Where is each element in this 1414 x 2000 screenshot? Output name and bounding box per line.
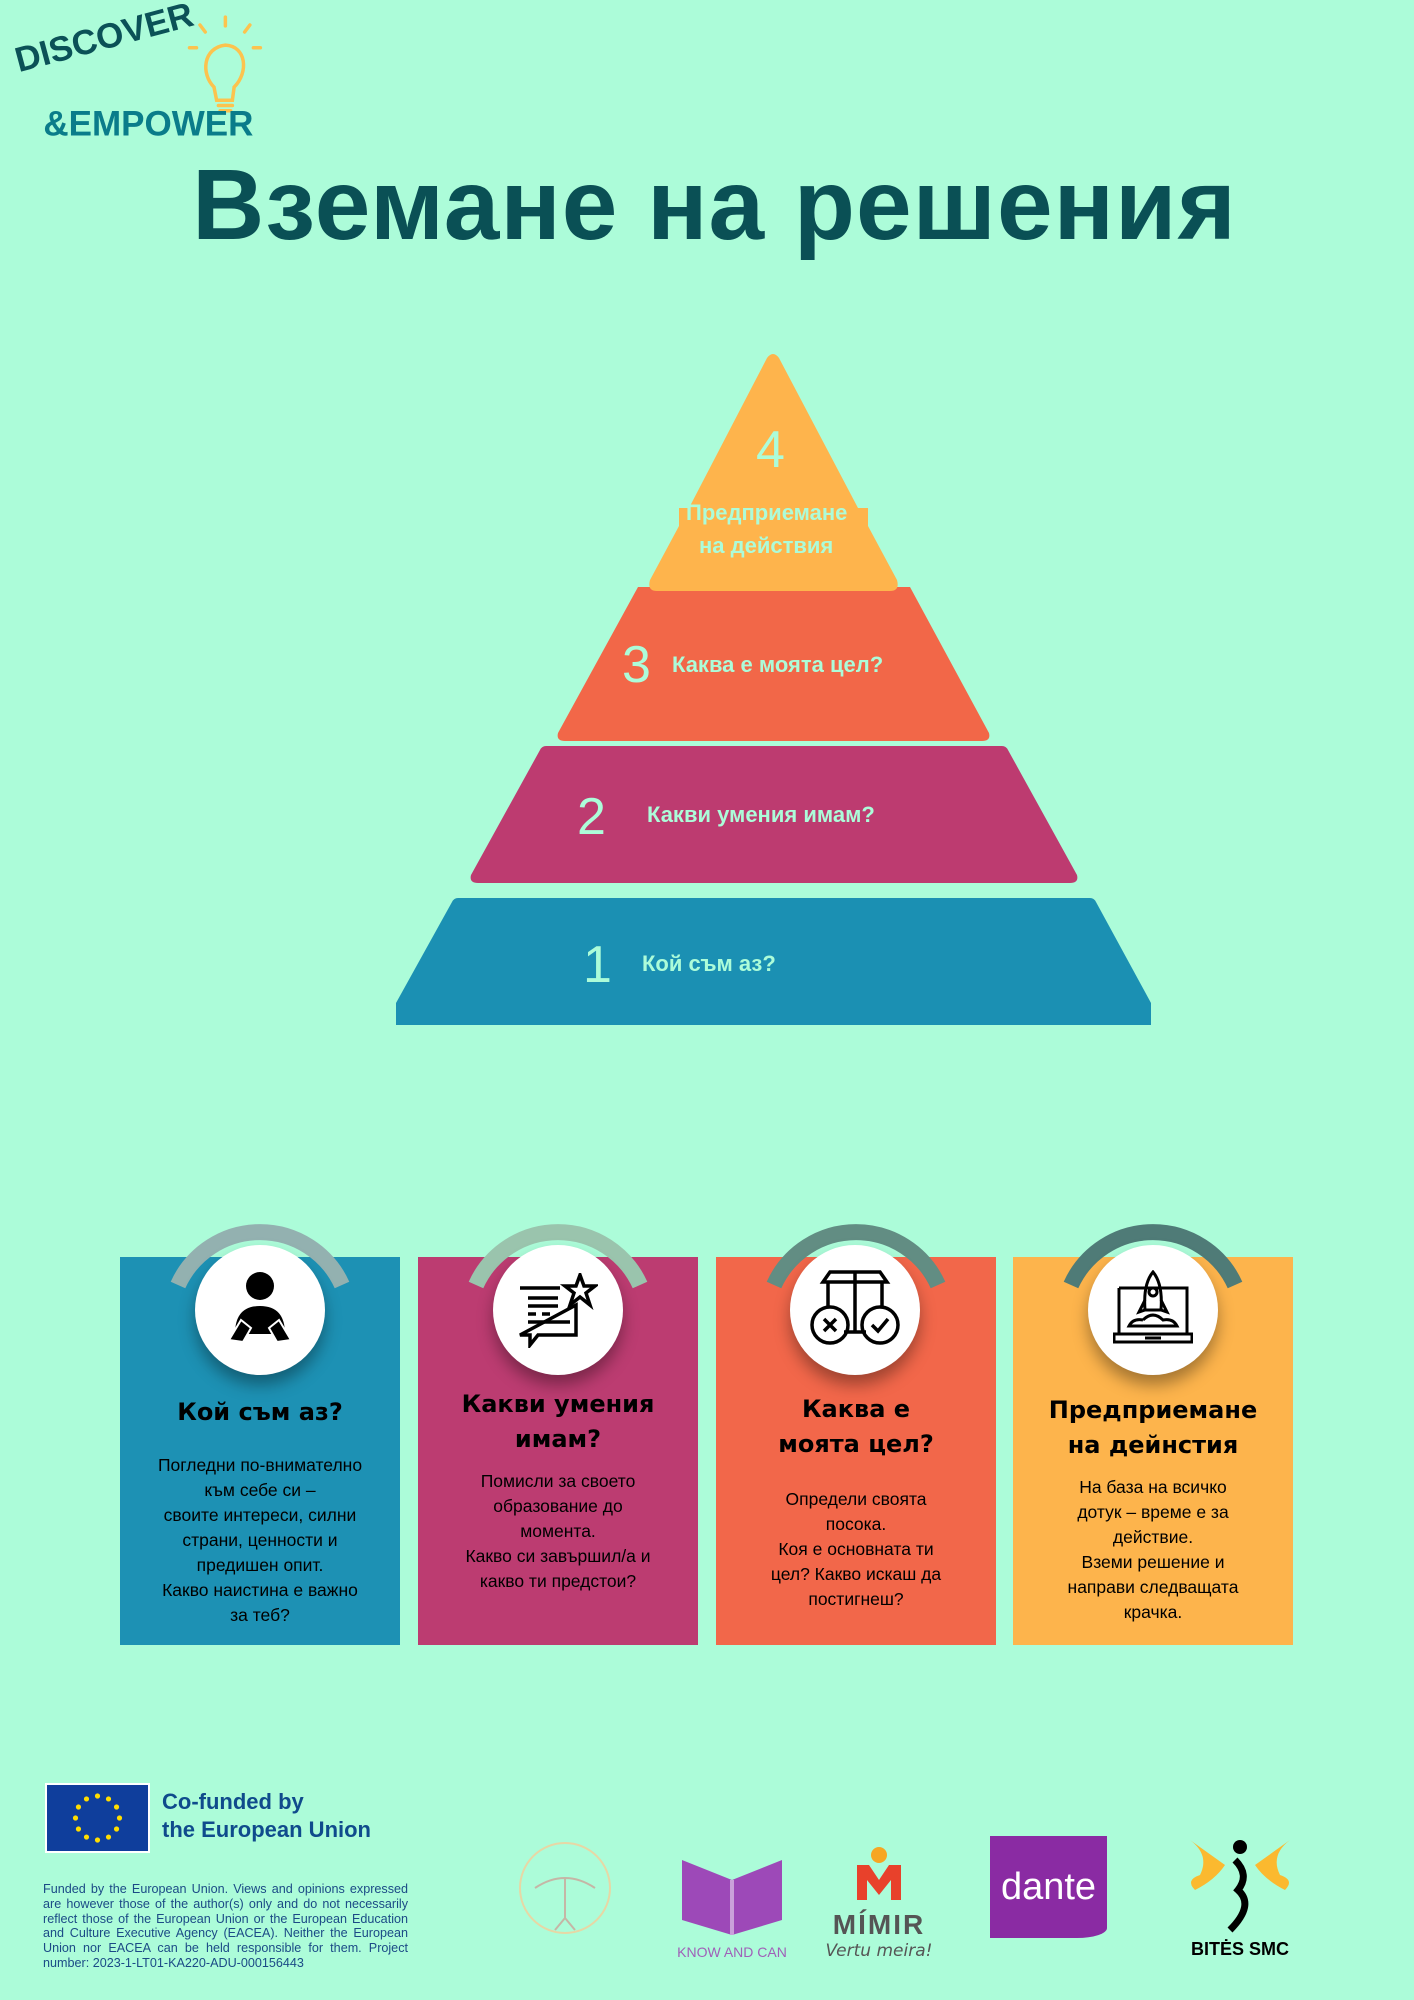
pyramid-tier-1 bbox=[396, 898, 1151, 1025]
eu-star bbox=[83, 1796, 90, 1802]
pyramid-tier-2 bbox=[470, 746, 1078, 883]
icon-circle bbox=[790, 1245, 920, 1375]
card-title: Каква е моята цел? bbox=[778, 1395, 934, 1458]
partner-name: KNOW AND CAN bbox=[677, 1944, 787, 1960]
tier-1-label: Кой съм аз? bbox=[642, 951, 776, 976]
eu-star bbox=[116, 1815, 123, 1821]
person-self-icon bbox=[227, 1272, 293, 1344]
icon-circle bbox=[195, 1245, 325, 1375]
eu-star bbox=[105, 1834, 112, 1840]
eu-flag-icon bbox=[45, 1783, 150, 1853]
book-icon bbox=[682, 1860, 782, 1935]
partner-logo-circle bbox=[519, 1842, 611, 1934]
card-body: Определи своята посока. Коя е основната … bbox=[770, 1489, 942, 1609]
cofunded-label: Co-funded by the European Union bbox=[162, 1788, 371, 1844]
eu-star bbox=[105, 1796, 112, 1802]
tier-4-label-line2: на действия bbox=[699, 533, 834, 558]
cofunded-line1: Co-funded by bbox=[162, 1789, 304, 1814]
partner-logo-mimir: MÍMIR Vertu meira! bbox=[820, 1845, 938, 1961]
arc-decoration bbox=[170, 1224, 350, 1289]
eu-star bbox=[75, 1804, 82, 1810]
tier-2-number: 2 bbox=[577, 788, 606, 846]
eu-star bbox=[72, 1815, 79, 1821]
logo-line2: &EMPOWER bbox=[43, 104, 253, 143]
eu-star bbox=[75, 1826, 82, 1832]
tier-3-label: Каква е моята цел? bbox=[672, 652, 884, 677]
pyramid-tier-4 bbox=[649, 354, 898, 591]
tier-4-number: 4 bbox=[756, 421, 785, 479]
partner-logo-bites: BITĖS SMC bbox=[1175, 1835, 1305, 1960]
eu-star bbox=[94, 1793, 101, 1799]
tier-1-number: 1 bbox=[583, 936, 612, 994]
card-goal: Каква е моята цел? Определи своята посок… bbox=[716, 1257, 996, 1645]
mimir-m-icon bbox=[857, 1847, 901, 1900]
arc-decoration bbox=[1063, 1224, 1243, 1289]
icon-circle bbox=[493, 1245, 623, 1375]
tier-2-label: Какви умения имам? bbox=[647, 802, 875, 827]
decision-boxes-icon bbox=[810, 1270, 900, 1345]
partner-name: BITĖS SMC bbox=[1190, 1939, 1289, 1959]
eu-star bbox=[83, 1834, 90, 1840]
message-star-icon bbox=[519, 1272, 598, 1348]
card-body: На база на всичко дотук – време е за дей… bbox=[1067, 1477, 1239, 1622]
eu-star bbox=[113, 1804, 120, 1810]
partner-logo-dante: dante bbox=[990, 1836, 1107, 1938]
partner-tagline: Vertu meira! bbox=[825, 1941, 933, 1961]
card-action: Предприемане на дейнстия На база на всич… bbox=[1013, 1257, 1293, 1645]
card-body: Погледни по-внимателно към себе си – сво… bbox=[157, 1455, 363, 1625]
eu-star bbox=[94, 1837, 101, 1843]
lightbulb-icon bbox=[187, 15, 263, 113]
tier-4-label-line1: Предприемане bbox=[686, 500, 848, 525]
partner-name: MÍMIR bbox=[832, 1909, 926, 1940]
card-title: Кой съм аз? bbox=[177, 1398, 343, 1426]
cofunded-line2: the European Union bbox=[162, 1817, 371, 1842]
discover-empower-logo: DISCOVER &EMPOWER bbox=[11, 4, 263, 143]
page-title: Вземане на решения bbox=[192, 149, 1237, 261]
eu-star bbox=[113, 1826, 120, 1832]
arc-decoration bbox=[468, 1224, 648, 1289]
icon-circle bbox=[1088, 1245, 1218, 1375]
card-title: Какви умения имам? bbox=[461, 1390, 655, 1453]
laptop-rocket-icon bbox=[1113, 1270, 1193, 1344]
card-who-am-i: Кой съм аз? Погледни по-внимателно към с… bbox=[120, 1257, 400, 1645]
decision-pyramid bbox=[396, 354, 1151, 1025]
arc-decoration bbox=[766, 1224, 946, 1289]
partner-logo-know-and-can: KNOW AND CAN bbox=[672, 1850, 792, 1965]
card-title: Предприемане на дейнстия bbox=[1048, 1396, 1258, 1459]
funding-disclaimer: Funded by the European Union. Views and … bbox=[43, 1882, 408, 1970]
tier-3-number: 3 bbox=[622, 636, 651, 694]
card-body: Помисли за своето образование до момента… bbox=[465, 1471, 651, 1591]
butterfly-icon bbox=[1190, 1840, 1290, 1933]
pyramid-tier-3 bbox=[557, 587, 990, 741]
